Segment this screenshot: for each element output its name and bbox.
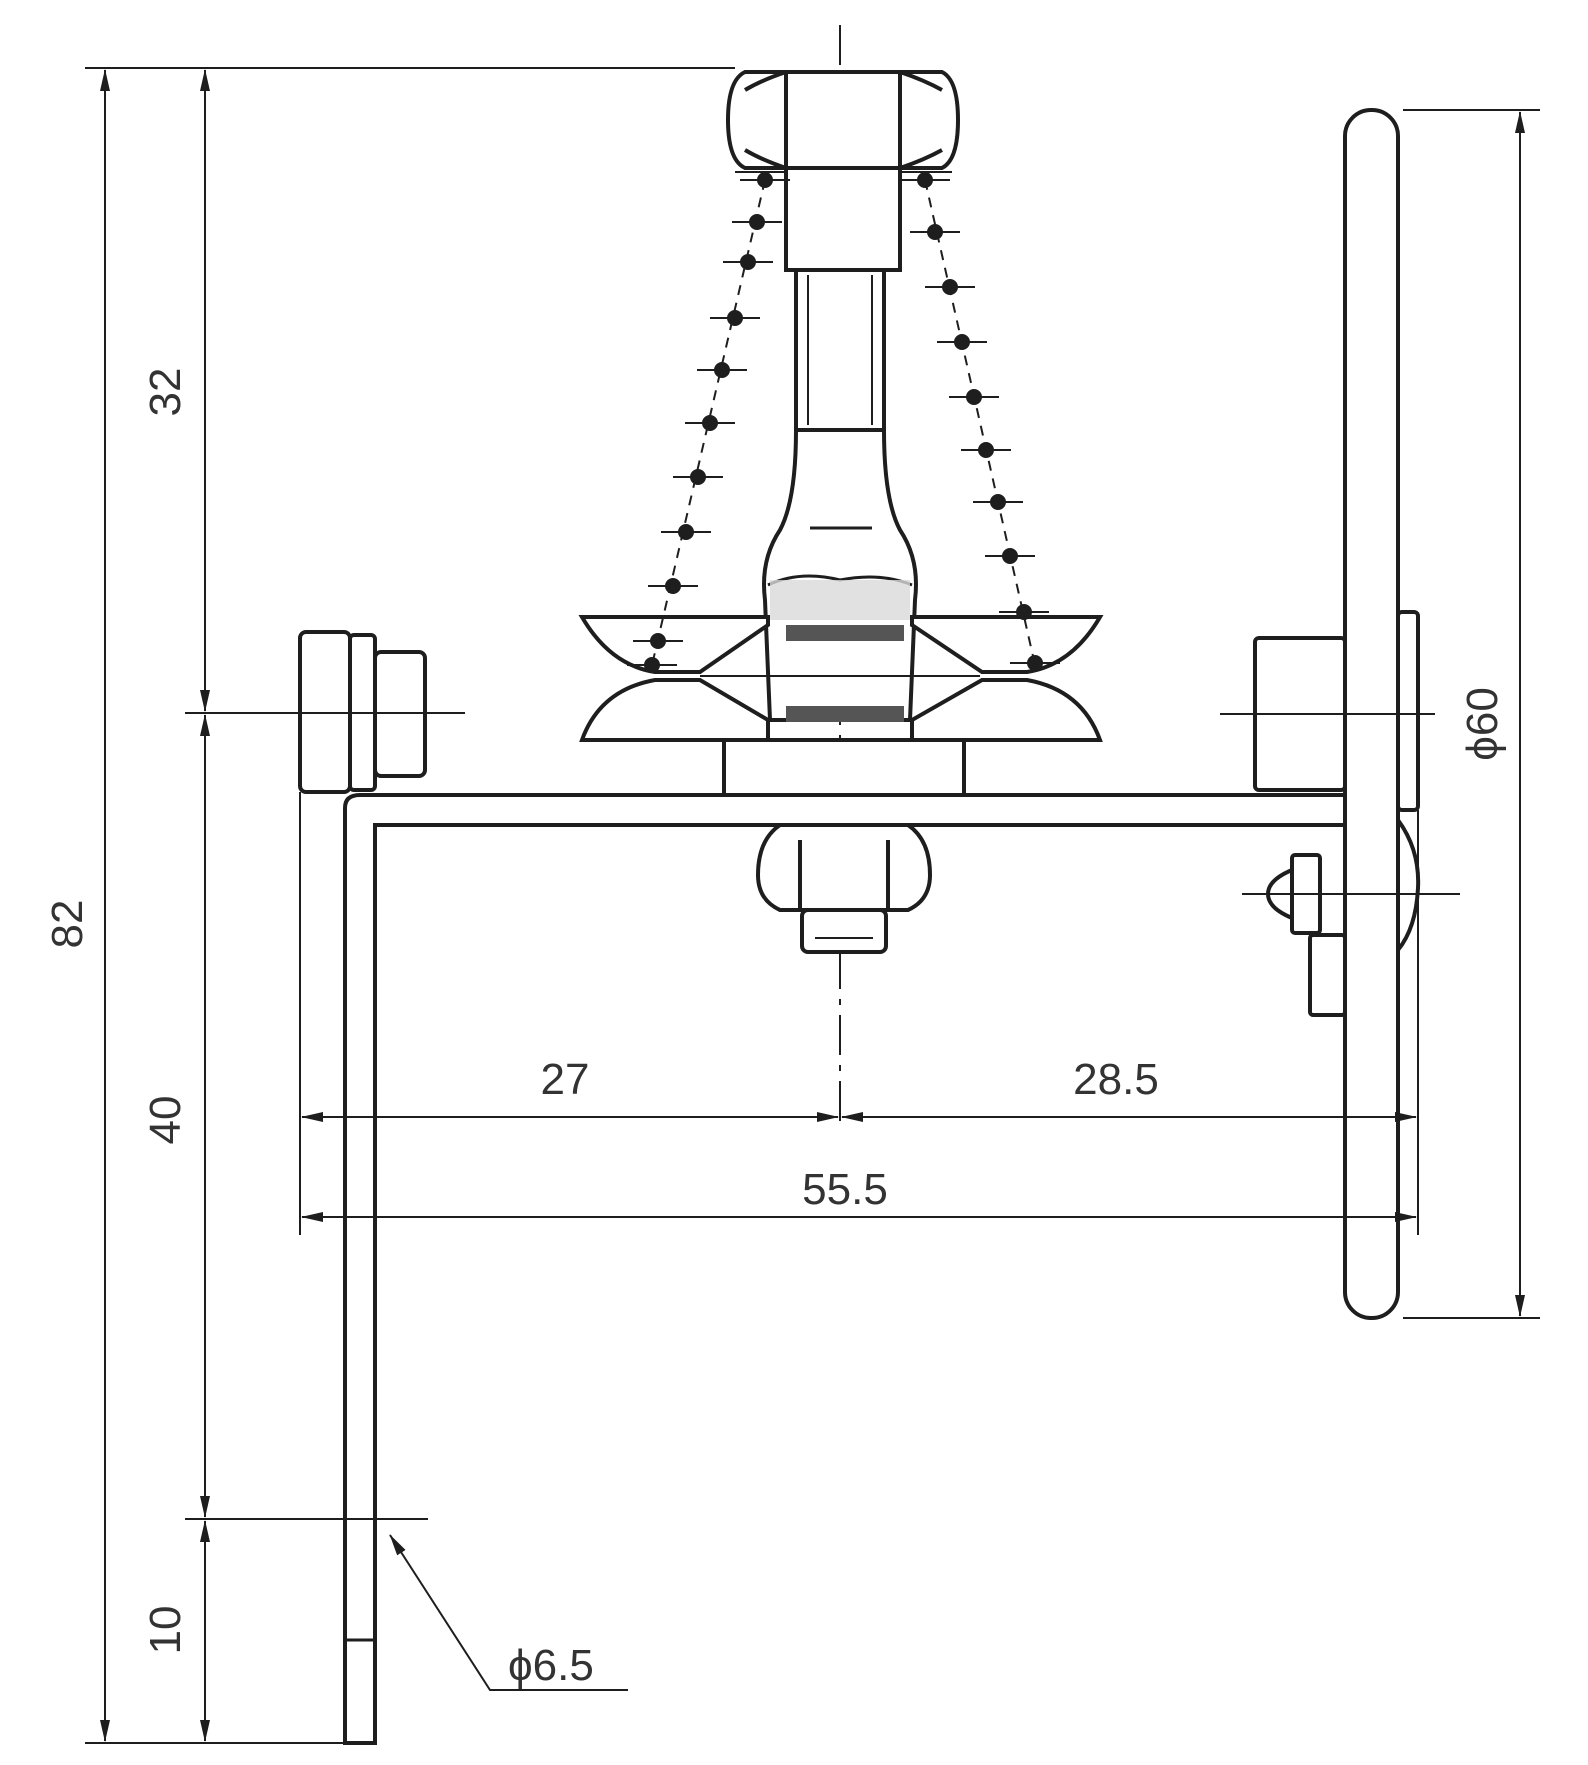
label-6-5: ϕ6.5	[508, 1641, 594, 1690]
thread-band-lower	[786, 706, 904, 722]
label-60: ϕ60	[1458, 687, 1507, 761]
label-27: 27	[541, 1055, 590, 1104]
spring-dots-left	[627, 172, 790, 673]
label-40: 40	[141, 1096, 190, 1145]
l-bracket	[343, 793, 1347, 1745]
label-82: 82	[43, 900, 92, 949]
label-32: 32	[141, 368, 190, 417]
label-10: 10	[141, 1606, 190, 1655]
dimension-labels: 82 32 40 10 27 28.5 55.5 ϕ60 ϕ6.5	[43, 368, 1507, 1690]
leader-6-5	[389, 1534, 628, 1691]
washer-block	[722, 738, 966, 798]
label-28-5: 28.5	[1073, 1055, 1159, 1104]
spring-dots-right	[900, 172, 1060, 671]
top-hex-nut	[725, 70, 961, 170]
dimension-lines	[100, 69, 1525, 1742]
bottom-nut	[755, 823, 933, 954]
extension-lines	[85, 67, 1540, 1744]
shank-shade	[770, 580, 910, 620]
label-55-5: 55.5	[802, 1165, 888, 1214]
thread-band-upper	[786, 625, 904, 641]
